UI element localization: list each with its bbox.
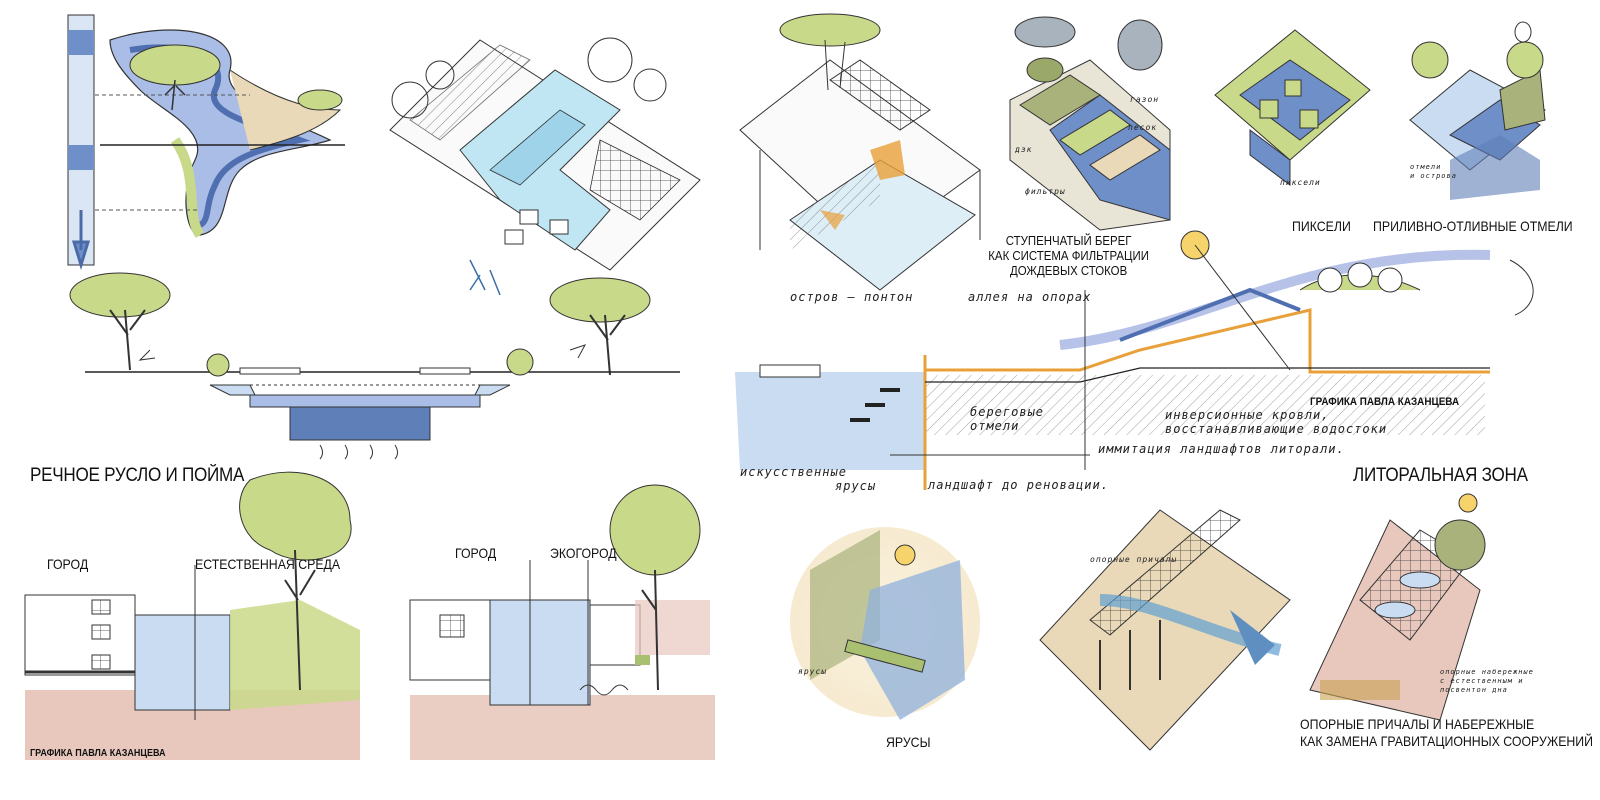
note-embank-2: с естественным и [1440, 677, 1524, 685]
pixels-sketch [1214, 29, 1371, 186]
river-section-sketch [69, 272, 680, 460]
city-natural-section-sketch [24, 471, 360, 760]
caption-pixels: ПИКСЕЛИ [1292, 218, 1351, 234]
caption-tidal: ПРИЛИВНО-ОТЛИВНЫЕ ОТМЕЛИ [1373, 218, 1573, 234]
note-shore-shoals: береговые отмели [970, 405, 1044, 433]
caption-stepped-line-2: КАК СИСТЕМА ФИЛЬТРАЦИИ [988, 248, 1149, 263]
caption-stepped-line-1: СТУПЕНЧАТЫЙ БЕРЕГ [1005, 233, 1132, 248]
note-shore-shoals-2: отмели [970, 419, 1020, 433]
note-inversion-1: инверсионные кровли, [1165, 408, 1330, 422]
note-island: остров – понтон [790, 290, 914, 304]
note-embank-1: опорные набережные [1440, 668, 1534, 676]
caption-tiers: ЯРУСЫ [886, 734, 931, 750]
note-tiers-small: ярусы [798, 667, 828, 676]
credit-bottom: ГРАФИКА ПАВЛА КАЗАНЦЕВА [30, 748, 166, 759]
note-before-renovation: ландшафт до реновации. [928, 478, 1109, 492]
river-meander-sketch [67, 14, 345, 271]
note-shoals-2: и острова [1410, 172, 1457, 180]
caption-piers-line-2: КАК ЗАМЕНА ГРАВИТАЦИОННЫХ СООРУЖЕНИЙ [1300, 733, 1594, 749]
note-dzk: дзк [1015, 145, 1033, 154]
tidal-shoals-sketch [1409, 21, 1546, 200]
city-ecocity-section-sketch [409, 484, 715, 760]
note-inversion-roofs: инверсионные кровли, восстанавливающие в… [1165, 408, 1387, 436]
caption-stepped-bank: СТУПЕНЧАТЫЙ БЕРЕГ КАК СИСТЕМА ФИЛЬТРАЦИИ… [985, 233, 1152, 278]
caption-piers-line-1: ОПОРНЫЕ ПРИЧАЛЫ И НАБЕРЕЖНЫЕ [1300, 716, 1535, 732]
note-artificial-1: искусственные [740, 465, 847, 479]
note-shoals-1: отмели [1410, 163, 1442, 171]
note-sand: песок [1128, 123, 1158, 132]
caption-piers: ОПОРНЫЕ ПРИЧАЛЫ И НАБЕРЕЖНЫЕ КАК ЗАМЕНА … [1300, 716, 1594, 750]
note-embank-3: посвентон дна [1440, 686, 1508, 694]
credit-right: ГРАФИКА ПАВЛА КАЗАНЦЕВА [1310, 396, 1460, 408]
label-city-2: ГОРОД [455, 545, 497, 561]
note-artificial-2: ярусы [835, 479, 877, 493]
note-shore-shoals-1: береговые [970, 405, 1045, 419]
littoral-section-sketch [735, 230, 1534, 490]
title-littoral: ЛИТОРАЛЬНАЯ ЗОНА [1353, 465, 1528, 486]
note-embankments: опорные набережные с естественным и посв… [1440, 668, 1534, 695]
embankment-sketch [1309, 493, 1486, 721]
note-inversion-2: восстанавливающие водостоки [1165, 422, 1388, 436]
tiers-circle-sketch [790, 527, 980, 720]
note-imitation: иммитация ландшафтов литорали. [1098, 442, 1345, 456]
isometric-canal-sketch [389, 37, 701, 296]
stepped-bank-sketch [1009, 16, 1171, 231]
note-piers-small: опорные причалы [1090, 555, 1178, 564]
label-ecocity: ЭКОГОРОД [550, 545, 617, 561]
note-grass: газон [1130, 95, 1160, 104]
note-pixels-small: пиксели [1280, 178, 1321, 187]
note-filters: фильтры [1025, 187, 1066, 196]
isometric-island-sketch [739, 13, 981, 291]
piers-sketch [1039, 509, 1291, 751]
note-artificial-tiers: искусственные ярусы [740, 465, 876, 493]
title-river-bed: РЕЧНОЕ РУСЛО И ПОЙМА [30, 465, 245, 486]
label-natural-environment: ЕСТЕСТВЕННАЯ СРЕДА [195, 556, 341, 572]
note-alley: аллея на опорах [968, 290, 1092, 304]
label-city-1: ГОРОД [47, 556, 89, 572]
caption-stepped-line-3: ДОЖДЕВЫХ СТОКОВ [1009, 263, 1128, 278]
note-shoals-islands: отмели и острова [1410, 163, 1457, 181]
